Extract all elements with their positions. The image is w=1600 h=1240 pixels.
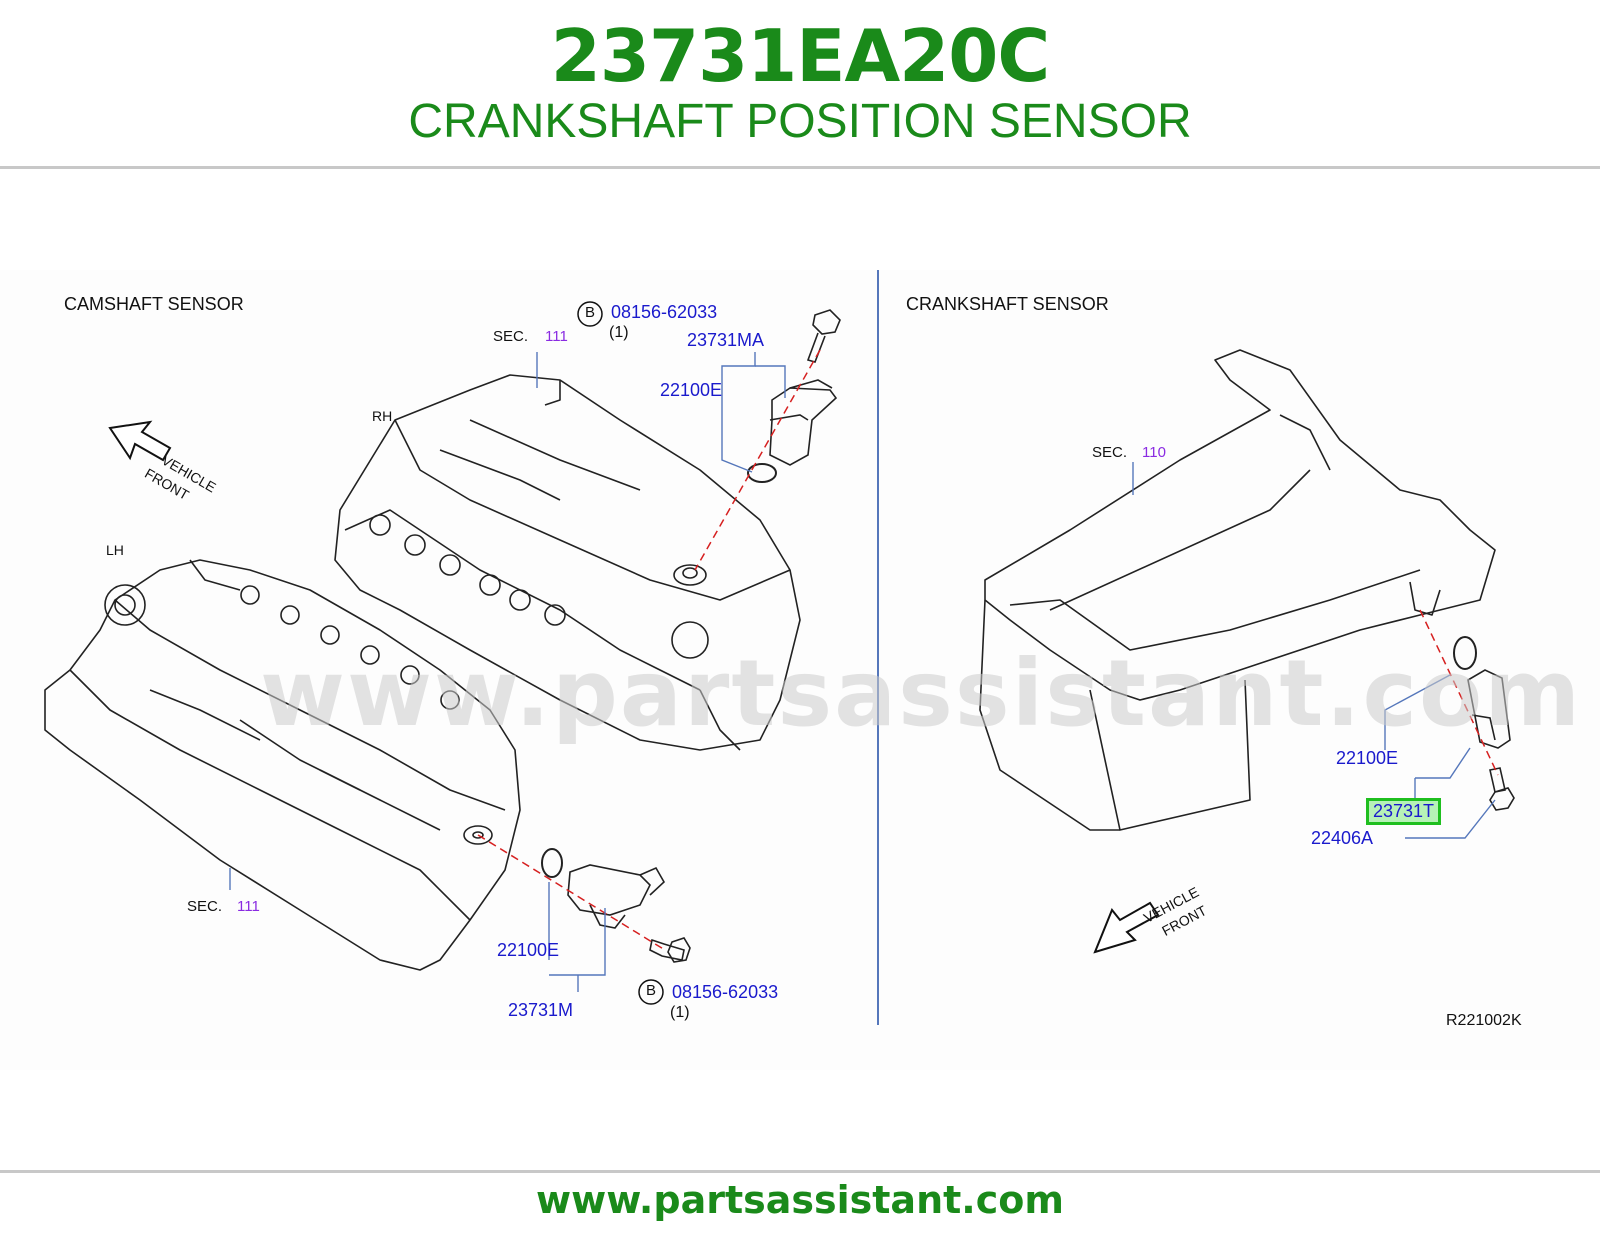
top-oring-part-number[interactable]: 22100E: [660, 380, 723, 400]
bank-rh-label: RH: [372, 408, 393, 424]
left-leader-lines: [229, 352, 786, 992]
rh-cylinder-head: [334, 374, 801, 751]
watermark: www.partsassistant.com: [260, 640, 1583, 747]
bottom-camshaft-sensor: [567, 864, 666, 929]
bottom-bolt-part-number[interactable]: 08156-62033: [672, 982, 779, 1002]
bottom-oring-part-number[interactable]: 22100E: [497, 940, 560, 960]
sec-top-label: SEC.: [493, 328, 529, 345]
top-axis-dash: [694, 349, 821, 571]
diagram-reference-code: R221002K: [1446, 1012, 1522, 1029]
bottom-axis-dash: [477, 834, 666, 951]
bottom-bolt-circle-icon: [638, 979, 664, 1005]
diagram-drawing: [0, 270, 1600, 1070]
crankshaft-sensor: [1467, 669, 1511, 749]
sec-top-number[interactable]: 111: [545, 328, 568, 345]
right-vehicle-front-arrow: [1093, 901, 1160, 954]
camshaft-sensor-title: CAMSHAFT SENSOR: [64, 294, 244, 314]
sec-110-label: SEC.: [1092, 444, 1128, 461]
part-name-subtitle: CRANKSHAFT POSITION SENSOR: [408, 95, 1192, 148]
lh-cylinder-head: [44, 559, 521, 971]
bank-lh-label: LH: [106, 542, 124, 558]
bottom-bolt-qty: (1): [670, 1004, 690, 1021]
bottom-bolt-circle-letter: B: [645, 982, 656, 999]
bottom-bolt: [649, 937, 691, 963]
top-oring: [747, 463, 777, 483]
header-divider: [0, 166, 1600, 169]
crankshaft-sensor-title: CRANKSHAFT SENSOR: [906, 294, 1109, 314]
left-vehicle-front-arrow: [108, 420, 172, 462]
footer-website-link[interactable]: www.partsassistant.com: [536, 1178, 1064, 1222]
crank-bolt: [1489, 767, 1515, 811]
top-sensor-part-number[interactable]: 23731MA: [687, 330, 765, 350]
right-leader-lines: [1132, 462, 1496, 839]
crank-oring: [1453, 636, 1477, 670]
top-bolt-circle-letter: B: [584, 304, 595, 321]
sec-110-number[interactable]: 110: [1142, 444, 1166, 461]
top-bolt: [806, 309, 841, 363]
crank-axis-dash: [1419, 609, 1499, 776]
parts-diagram: www.partsassistant.com CAMSHAFT SENSOR V…: [0, 270, 1600, 1070]
crank-sensor-part-number-highlighted[interactable]: 23731T: [1366, 798, 1442, 825]
footer-divider: [0, 1170, 1600, 1173]
bottom-sensor-part-number[interactable]: 23731M: [508, 1000, 574, 1020]
top-bolt-part-number[interactable]: 08156-62033: [611, 302, 718, 322]
oil-pan: [979, 349, 1496, 831]
top-bolt-qty: (1): [609, 324, 629, 341]
crank-oring-part-number[interactable]: 22100E: [1336, 748, 1399, 768]
part-number-title: 23731EA20C: [550, 14, 1050, 98]
top-bolt-circle-icon: [577, 301, 603, 327]
sec-bottom-number[interactable]: 111: [237, 898, 260, 915]
bottom-oring: [541, 848, 563, 878]
crank-bolt-part-number[interactable]: 22406A: [1311, 828, 1374, 848]
sec-bottom-label: SEC.: [187, 898, 223, 915]
